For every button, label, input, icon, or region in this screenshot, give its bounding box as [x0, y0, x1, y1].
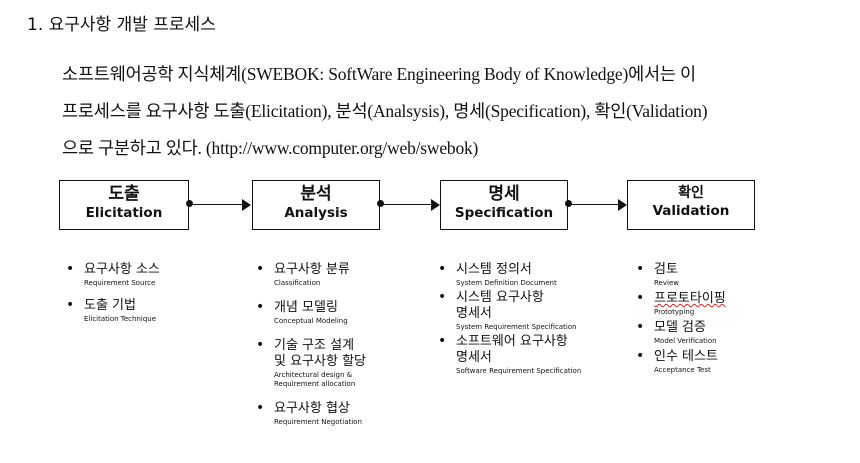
item-ko: 시스템 정의서 — [456, 262, 532, 277]
paragraph-line: 으로 구분하고 있다. (http://www.computer.org/web… — [62, 138, 479, 158]
bullet-icon: • — [636, 319, 645, 335]
list-item: • 모델 검증 Model Verification — [634, 319, 804, 346]
list-item: • 개념 모델링 Conceptual Modeling — [254, 299, 424, 326]
bullet-icon: • — [256, 299, 265, 315]
list-item: • 기술 구조 설계 및 요구사항 할당 Architectural desig… — [254, 337, 424, 389]
item-en: System Definition Document — [456, 279, 557, 287]
stage-elicitation-box: 도출 Elicitation — [59, 180, 189, 230]
stage-en-label: Specification — [454, 205, 554, 221]
stage-validation-box: 확인 Validation — [627, 180, 755, 230]
bullet-icon: • — [636, 290, 645, 306]
list-item: • 검토 Review — [634, 261, 804, 288]
item-en: Elicitation Technique — [84, 315, 157, 323]
bullet-icon: • — [438, 289, 447, 305]
paragraph-line: 프로세스를 요구사항 도출(Elicitation), 분석(Analsysis… — [62, 101, 708, 121]
item-ko: 요구사항 분류 — [274, 262, 350, 277]
list-item: • 시스템 정의서 System Definition Document — [436, 261, 626, 288]
stage-ko-label: 분석 — [300, 184, 332, 204]
stage-ko-label: 명세 — [488, 184, 520, 204]
item-ko: 모델 검증 — [654, 320, 706, 335]
connector-dot — [377, 200, 384, 207]
bullet-icon: • — [256, 337, 265, 353]
item-ko: 검토 — [654, 262, 678, 277]
list-item: • 시스템 요구사항 명세서 System Requirement Specif… — [436, 289, 626, 332]
list-item: • 소프트웨어 요구사항 명세서 Software Requirement Sp… — [436, 333, 626, 376]
item-ko: 요구사항 협상 — [274, 401, 350, 416]
list-item: • 요구사항 분류 Classification — [254, 261, 424, 288]
item-en: Prototyping — [654, 308, 695, 316]
arrowhead-icon — [618, 199, 627, 211]
item-en: Acceptance Test — [654, 366, 711, 374]
elicitation-items: • 요구사항 소스 Requirement Source • 도출 기법 Eli… — [64, 261, 234, 334]
connector-line — [569, 204, 618, 205]
list-item: • 요구사항 소스 Requirement Source — [64, 261, 234, 288]
list-item: • 프로토타이핑 Prototyping — [634, 290, 804, 317]
item-en: Conceptual Modeling — [274, 317, 348, 325]
connector-dot — [565, 200, 572, 207]
intro-paragraph: 소프트웨어공학 지식체계(SWEBOK: SoftWare Engineerin… — [62, 56, 822, 167]
item-ko: 개념 모델링 — [274, 300, 338, 315]
bullet-icon: • — [636, 348, 645, 364]
arrowhead-icon — [431, 199, 440, 211]
stage-en-label: Analysis — [284, 205, 348, 221]
item-ko: 시스템 요구사항 명세서 — [456, 290, 544, 321]
item-en: Review — [654, 279, 679, 287]
item-ko: 인수 테스트 — [654, 349, 718, 364]
paragraph-line: 소프트웨어공학 지식체계(SWEBOK: SoftWare Engineerin… — [62, 64, 696, 84]
item-ko: 기술 구조 설계 및 요구사항 할당 — [274, 338, 366, 369]
item-en: Model Verification — [654, 337, 717, 345]
bullet-icon: • — [438, 261, 447, 277]
stage-analysis-box: 분석 Analysis — [252, 180, 380, 230]
stage-ko-label: 확인 — [678, 185, 704, 201]
stage-specification-box: 명세 Specification — [440, 180, 568, 230]
item-ko: 도출 기법 — [84, 298, 136, 313]
item-ko: 소프트웨어 요구사항 명세서 — [456, 334, 568, 365]
stage-ko-label: 도출 — [108, 184, 140, 204]
item-en: Requirement Negotiation — [274, 418, 362, 426]
bullet-icon: • — [636, 261, 645, 277]
item-en: Requirement allocation — [274, 380, 356, 388]
bullet-icon: • — [66, 261, 75, 277]
stage-en-label: Elicitation — [85, 205, 163, 221]
connector-dot — [186, 200, 193, 207]
item-en: Classification — [274, 279, 321, 287]
bullet-icon: • — [66, 297, 75, 313]
item-ko: 요구사항 소스 — [84, 262, 160, 277]
list-item: • 요구사항 협상 Requirement Negotiation — [254, 400, 424, 427]
validation-items: • 검토 Review • 프로토타이핑 Prototyping • 모델 검증… — [634, 261, 804, 378]
specification-items: • 시스템 정의서 System Definition Document • 시… — [436, 261, 626, 378]
item-en: Architectural design & — [274, 371, 353, 379]
item-en: Software Requirement Specification — [456, 367, 582, 375]
connector-line — [381, 204, 431, 205]
arrowhead-icon — [242, 199, 251, 211]
item-en: Requirement Source — [84, 279, 156, 287]
item-en: System Requirement Specification — [456, 323, 577, 331]
bullet-icon: • — [256, 400, 265, 416]
bullet-icon: • — [438, 333, 447, 349]
item-ko: 프로토타이핑 — [654, 291, 726, 306]
list-item: • 인수 테스트 Acceptance Test — [634, 348, 804, 375]
bullet-icon: • — [256, 261, 265, 277]
analysis-items: • 요구사항 분류 Classification • 개념 모델링 Concep… — [254, 261, 424, 437]
list-item: • 도출 기법 Elicitation Technique — [64, 297, 234, 324]
stage-en-label: Validation — [652, 203, 730, 219]
section-heading: 1. 요구사항 개발 프로세스 — [27, 15, 216, 35]
connector-line — [190, 204, 242, 205]
